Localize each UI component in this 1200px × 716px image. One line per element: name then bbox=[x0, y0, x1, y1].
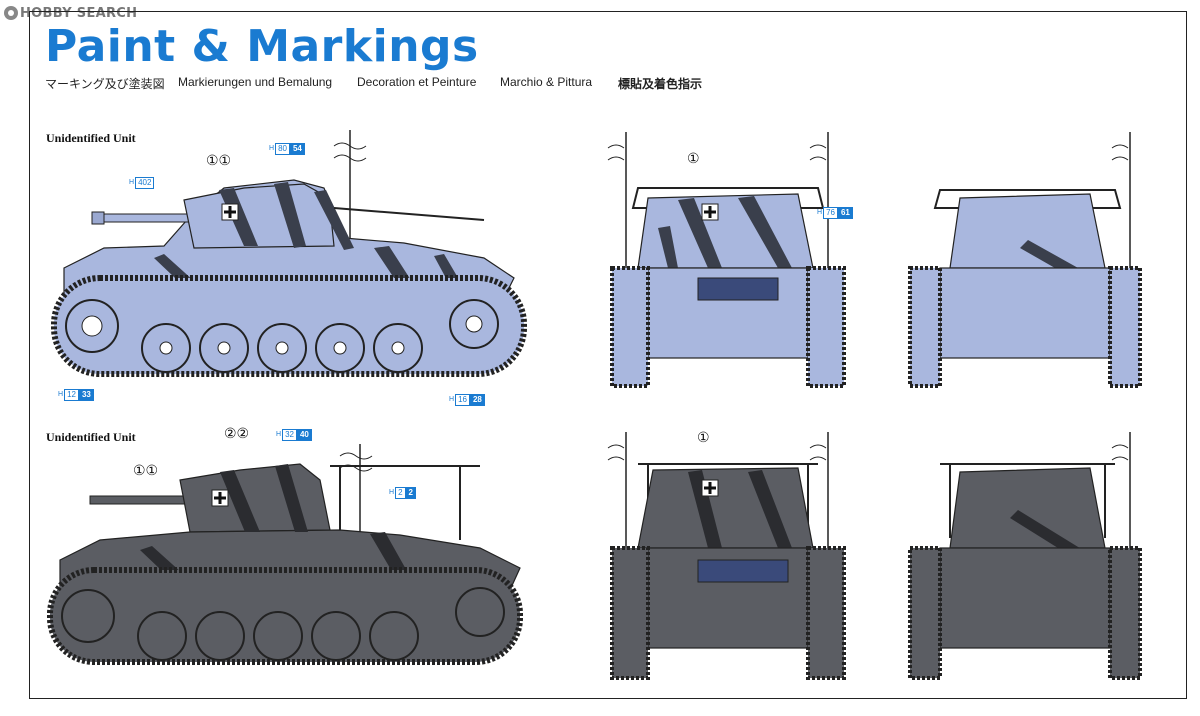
tank-side-view-dark bbox=[40, 440, 550, 670]
hobbysearch-watermark: HOBBY SEARCH bbox=[4, 4, 137, 22]
subtitle-japanese: マーキング及び塗装図 bbox=[45, 77, 165, 91]
paint-ref-76-61: H 76 61 bbox=[817, 206, 853, 219]
subtitle-french: Decoration et Peinture bbox=[357, 75, 477, 89]
paint-ref-80-54: H 80 54 bbox=[269, 142, 305, 155]
decal-callout-bottom-turret: ①① bbox=[133, 462, 159, 478]
paint-ref-32-40: H 32 40 bbox=[276, 428, 312, 441]
subtitle-italian: Marchio & Pittura bbox=[500, 75, 593, 89]
hobbysearch-logo-icon bbox=[4, 6, 18, 20]
decal-callout-bottom-front: ① bbox=[697, 429, 710, 445]
watermark-text: HOBBY SEARCH bbox=[20, 5, 138, 21]
decal-callout-bottom-turret-top: ②② bbox=[224, 425, 250, 441]
decal-callout-top-side: ①① bbox=[206, 152, 232, 168]
subtitle-german: Markierungen und Bemalung bbox=[178, 75, 333, 89]
instruction-sheet-border bbox=[29, 11, 1187, 699]
paint-ref-12-33: H 12 33 bbox=[58, 388, 94, 401]
tank-rear-view-light bbox=[900, 128, 1150, 390]
page-title: Paint & Markings bbox=[45, 21, 479, 72]
tank-rear-view-dark bbox=[900, 428, 1150, 690]
paint-ref-16-28: H 16 28 bbox=[449, 393, 485, 406]
section-label-top: Unidentified Unit bbox=[46, 131, 136, 145]
subtitle-chinese: 標貼及着色指示 bbox=[618, 77, 703, 91]
tank-front-view-light bbox=[598, 128, 848, 390]
decal-callout-top-front: ① bbox=[687, 150, 700, 166]
paint-ref-2-2: H 2 2 bbox=[389, 486, 416, 499]
tank-side-view-light bbox=[44, 128, 544, 388]
section-label-bottom: Unidentified Unit bbox=[46, 430, 136, 444]
paint-ref-402: H 402 bbox=[129, 176, 155, 189]
tank-front-view-dark bbox=[598, 428, 848, 690]
